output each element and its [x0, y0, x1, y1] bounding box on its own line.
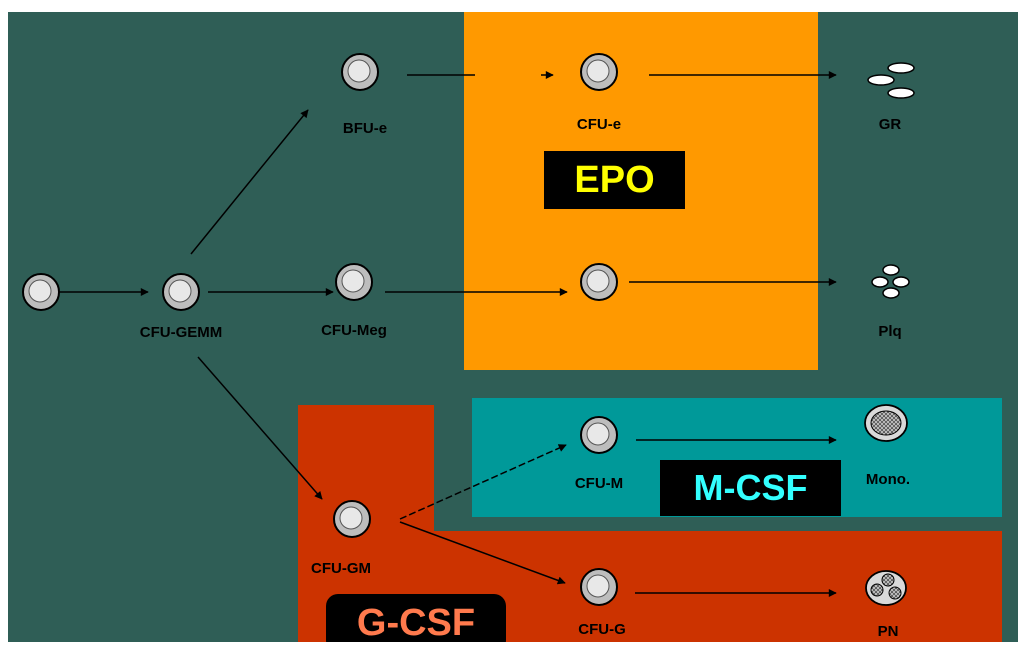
arrow-gm-to-g	[399, 521, 566, 585]
label-pn: PN	[877, 623, 899, 640]
arrow-gemm-to-gm	[197, 356, 323, 500]
label-mono: Mono.	[865, 471, 911, 488]
erythrocyte-icon	[867, 62, 915, 99]
cfu-gemm-cell-icon	[162, 273, 200, 311]
megakaryocyte-cell-icon	[580, 263, 618, 301]
label-cfu-g: CFU-G	[578, 621, 626, 638]
cfu-gm-cell-icon	[333, 500, 371, 538]
stem-cell-icon	[22, 273, 60, 311]
bfu-e-cell-icon	[341, 53, 379, 91]
diagram-graphics	[22, 53, 915, 606]
label-cfu-m: CFU-M	[574, 475, 624, 492]
label-plq: Plq	[878, 323, 902, 340]
arrow-gm-to-m	[399, 444, 567, 520]
label-gr: GR	[878, 116, 902, 133]
cfu-e-cell-icon	[580, 53, 618, 91]
neutrophil-icon	[865, 570, 907, 606]
label-bfu-e: BFU-e	[342, 120, 388, 137]
epo-label: EPO	[544, 151, 685, 209]
cfu-meg-cell-icon	[335, 263, 373, 301]
cfu-g-cell-icon	[580, 568, 618, 606]
label-cfu-meg: CFU-Meg	[321, 322, 387, 339]
arrow-gemm-to-bfu	[190, 109, 309, 255]
gcsf-label: G-CSF	[326, 594, 506, 642]
label-cfu-gm: CFU-GM	[311, 560, 371, 577]
label-cfu-gemm: CFU-GEMM	[139, 324, 223, 341]
platelet-icon	[871, 264, 910, 299]
label-cfu-e: CFU-e	[576, 116, 622, 133]
monocyte-icon	[864, 404, 908, 442]
mcsf-label: M-CSF	[660, 460, 841, 516]
cfu-m-cell-icon	[580, 416, 618, 454]
hematopoiesis-diagram: EPO M-CSF G-CSF	[8, 12, 1018, 642]
